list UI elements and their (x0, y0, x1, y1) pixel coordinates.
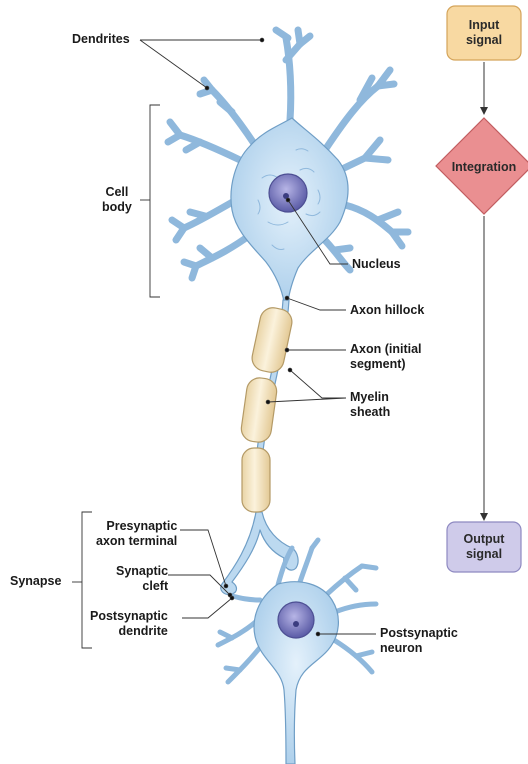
label-presynaptic-axon-terminal: Presynaptic axon terminal (96, 519, 177, 549)
label-synapse: Synapse (10, 574, 61, 589)
myelin-segment-1 (250, 305, 295, 374)
output-signal-box: Output signal (447, 522, 521, 572)
myelin-segment-2 (240, 376, 279, 444)
output-signal-label: Output signal (464, 532, 505, 562)
leader-lines (72, 38, 376, 648)
label-nucleus: Nucleus (352, 257, 401, 272)
label-synaptic-cleft: Synaptic cleft (116, 564, 168, 594)
integration-label: Integration (452, 160, 517, 175)
label-cell-body: Cell body (102, 185, 132, 215)
myelin-sheath (240, 305, 295, 512)
label-postsynaptic-dendrite: Postsynaptic dendrite (90, 609, 168, 639)
label-dendrites: Dendrites (72, 32, 130, 47)
label-postsynaptic-neuron: Postsynaptic neuron (380, 626, 458, 656)
postsynaptic-neuron (218, 540, 376, 764)
label-axon-hillock: Axon hillock (350, 303, 424, 318)
flow-chart (436, 6, 528, 572)
myelin-segment-3 (242, 448, 270, 512)
integration-node: Integration (440, 158, 528, 176)
postsynaptic-nucleus-shape (278, 602, 314, 638)
label-axon-initial-segment: Axon (initial segment) (350, 342, 422, 372)
input-signal-label: Input signal (466, 18, 502, 48)
input-signal-box: Input signal (447, 6, 521, 60)
label-myelin-sheath: Myelin sheath (350, 390, 390, 420)
nucleus-shape (269, 174, 307, 212)
